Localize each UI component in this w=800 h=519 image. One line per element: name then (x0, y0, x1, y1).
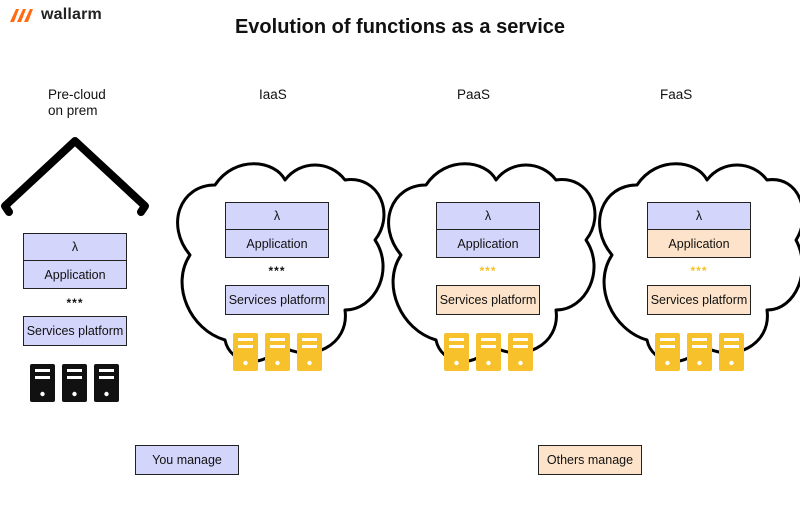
cloud-icon-iaas (176, 162, 386, 363)
lambda-box: λ (436, 202, 540, 230)
lambda-box: λ (23, 233, 127, 261)
page-title: Evolution of functions as a service (234, 16, 566, 38)
brand-name: wallarm (41, 6, 102, 23)
stack-ellipsis: *** (690, 264, 708, 278)
stack-ellipsis: *** (268, 264, 286, 278)
cloud-icon-faas (598, 162, 800, 363)
stage-label-paas: PaaS (457, 87, 491, 102)
stage-label-iaas: IaaS (259, 87, 287, 102)
wallarm-logo-icon (10, 9, 33, 22)
legend-others-manage: Others manage (538, 445, 642, 475)
lambda-box: λ (225, 202, 329, 230)
house-roof-icon (1, 137, 149, 216)
server-rack-icon-iaas (233, 333, 322, 371)
stack-ellipsis: *** (66, 296, 84, 310)
application-box: Application (647, 229, 751, 258)
services-platform-box: Services platform (647, 285, 751, 315)
server-rack-icon-faas (655, 333, 744, 371)
stage-label-faas: FaaS (660, 87, 693, 102)
services-platform-box: Services platform (23, 316, 127, 346)
legend-you-manage: You manage (135, 445, 239, 475)
stage-label-line: on prem (48, 103, 98, 118)
application-box: Application (23, 260, 127, 289)
cloud-icon-paas (387, 162, 597, 363)
stage-label-precloud: Pre-cloud on prem (48, 87, 106, 119)
application-box: Application (436, 229, 540, 258)
services-platform-box: Services platform (225, 285, 329, 315)
application-box: Application (225, 229, 329, 258)
services-platform-box: Services platform (436, 285, 540, 315)
stage-label-line: Pre-cloud (48, 87, 106, 102)
server-rack-icon-paas (444, 333, 533, 371)
stack-ellipsis: *** (479, 264, 497, 278)
brand-logo[interactable]: wallarm (8, 6, 102, 24)
lambda-box: λ (647, 202, 751, 230)
server-rack-icon-dark (30, 364, 119, 402)
